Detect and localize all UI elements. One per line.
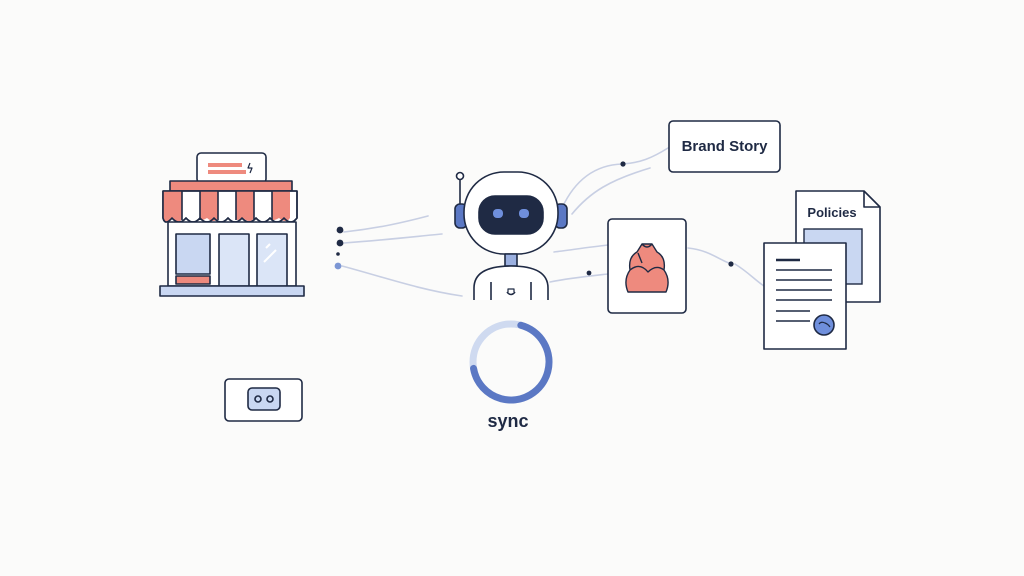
connector-store-robot-3 [341,265,463,297]
sync-progress-ring [469,320,553,404]
connector-store-robot-1 [343,215,429,233]
connector-robot-brand-1 [561,147,669,209]
storefront-icon [159,152,305,297]
brand-story-card[interactable]: Brand Story [668,120,781,173]
brand-story-label: Brand Story [682,138,769,155]
product-tag-icon [625,243,669,293]
connector-lines [341,147,765,297]
connector-robot-brand-2 [571,167,651,215]
connector-store-robot-2 [343,233,443,244]
policies-label: Policies [807,205,856,220]
connector-dot [336,252,340,256]
connector-product-docs-1 [687,247,733,265]
product-card[interactable] [607,218,687,314]
connector-dot [586,270,592,276]
connector-robot-product-1 [553,244,609,253]
connector-robot-product-2 [549,273,609,283]
robot-assistant-icon [454,171,568,300]
sync-label: sync [487,411,528,431]
plug-socket-icon [224,378,303,422]
connector-dot [336,239,344,247]
signed-document-icon[interactable] [763,242,847,350]
connector-dot [620,161,626,167]
connector-product-docs-2 [734,263,765,287]
connector-dots [334,161,734,276]
connector-dot [728,261,734,267]
connector-dot [334,262,342,270]
sync-ring-arc [469,320,553,404]
connector-dot [336,226,344,234]
